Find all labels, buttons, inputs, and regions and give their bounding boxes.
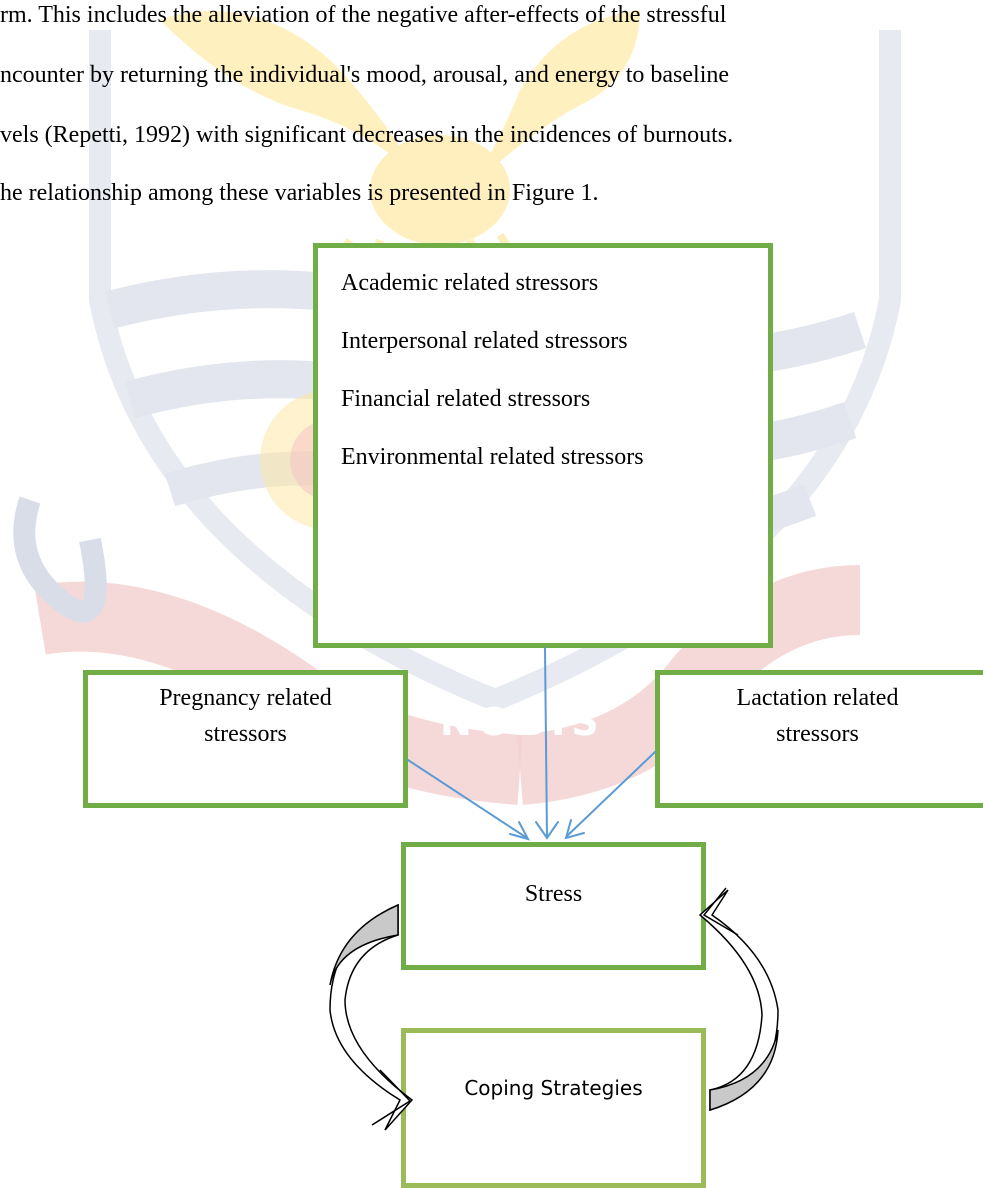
crest-ribbon-curl [13,496,107,623]
stressor-financial: Financial related stressors [341,386,591,412]
paragraph-line-4: he relationship among these variables is… [0,180,599,206]
paragraph-line-1: rm. This includes the alleviation of the… [0,2,727,28]
stressor-interpersonal: Interpersonal related stressors [341,328,628,354]
stressor-academic: Academic related stressors [341,270,599,296]
paragraph-line-3: vels (Repetti, 1992) with significant de… [0,122,734,148]
crest-motto: NOBIS [440,700,605,744]
lactation-label-2: stressors [776,721,859,747]
stress-label: Stress [524,881,583,907]
paragraph-line-2: ncounter by returning the individual's m… [0,62,730,88]
lactation-label-1: Lactation related [736,685,899,711]
stressor-environmental: Environmental related stressors [341,444,644,470]
stressors-box: Academic related stressors Interpersonal… [313,243,773,648]
crest-eagle [160,10,640,277]
pregnancy-label-2: stressors [204,721,287,747]
pregnancy-label-1: Pregnancy related [159,685,332,711]
coping-label: Coping Strategies [464,1076,643,1100]
coping-box: Coping Strategies [401,1028,706,1188]
lactation-box: Lactation related stressors [655,670,983,808]
pregnancy-box: Pregnancy related stressors [83,670,408,808]
stress-box: Stress [401,842,706,970]
